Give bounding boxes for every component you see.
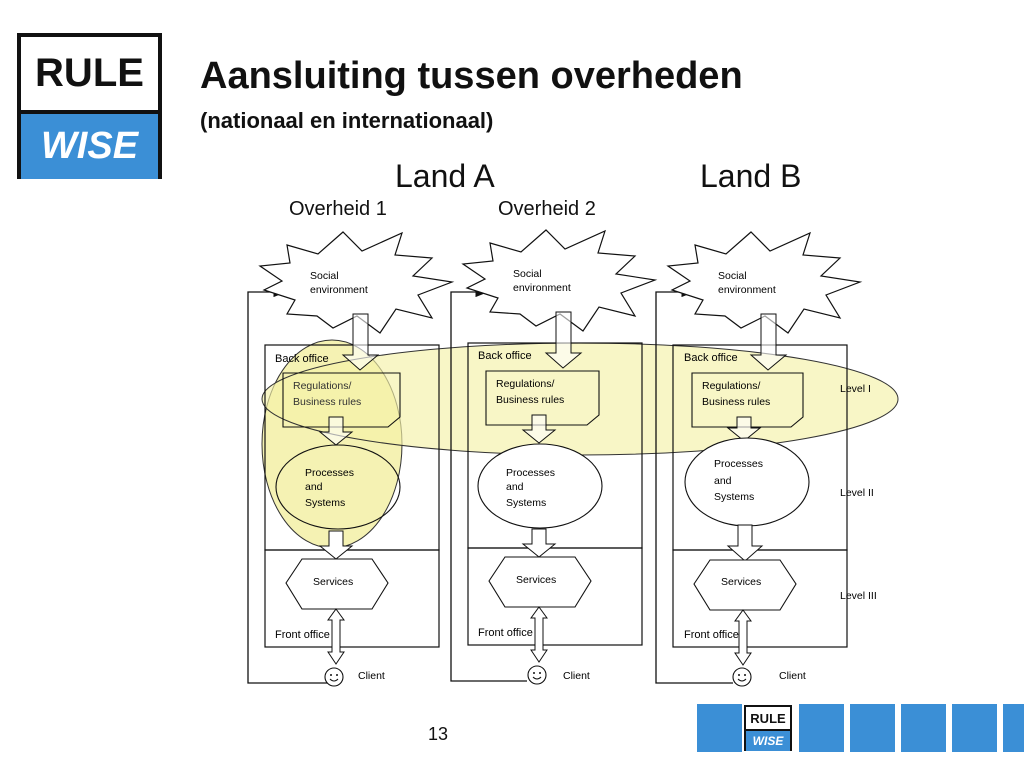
processes-label-2c: Systems <box>506 497 546 509</box>
processes-label-2b: and <box>506 481 524 493</box>
rules-label-3a: Regulations/ <box>702 380 760 392</box>
services-hexagon-2 <box>488 556 592 608</box>
page-number: 13 <box>428 724 449 744</box>
processes-label-3b: and <box>714 475 732 487</box>
rules-document-1 <box>282 372 401 428</box>
slide-subtitle: (nationaal en internationaal) <box>200 108 494 133</box>
back-office-label-2: Back office <box>478 350 532 362</box>
arrow-social-to-rules-2 <box>544 311 583 369</box>
footer-block <box>1003 704 1024 752</box>
arrow-rules-to-process-1 <box>318 416 354 446</box>
arrow-rules-to-process-2 <box>521 414 557 444</box>
client-label-3: Client <box>779 670 806 682</box>
client-smiley-icon-3 <box>732 667 752 687</box>
rules-label-1a: Regulations/ <box>293 380 351 392</box>
back-office-label-3: Back office <box>684 352 738 364</box>
client-double-arrow-3 <box>734 609 752 666</box>
processes-label-1a: Processes <box>305 467 354 479</box>
arrow-social-to-rules-3 <box>749 313 788 371</box>
front-office-box-3 <box>672 549 848 648</box>
client-smiley-icon-2 <box>527 665 547 685</box>
feedback-line-1 <box>247 286 328 684</box>
processes-label-3a: Processes <box>714 458 763 470</box>
logo-rule-text: RULE <box>35 51 144 95</box>
rules-label-2b: Business rules <box>496 394 564 406</box>
arrow-process-to-services-3 <box>726 524 764 562</box>
social-label-3b: environment <box>718 284 776 296</box>
logo-wise-text: WISE <box>21 110 158 179</box>
level-ii-label: Level II <box>840 487 874 499</box>
front-office-box-1 <box>264 549 440 648</box>
social-environment-burst-2 <box>461 229 658 332</box>
land-b-label: Land B <box>700 158 802 194</box>
services-hexagon-3 <box>693 559 797 611</box>
client-label-2: Client <box>563 670 590 682</box>
level-iii-label: Level III <box>840 590 877 602</box>
social-label-2b: environment <box>513 282 571 294</box>
overheid-2-label: Overheid 2 <box>498 198 596 220</box>
arrow-process-to-services-2 <box>521 528 557 558</box>
client-label-1: Client <box>358 670 385 682</box>
arrow-process-to-services-1 <box>318 530 354 560</box>
feedback-line-2 <box>450 286 527 682</box>
level-i-label: Level I <box>840 383 871 395</box>
rules-label-1b: Business rules <box>293 396 361 408</box>
rules-document-3 <box>691 372 804 428</box>
front-office-box-2 <box>467 547 643 646</box>
arrow-rules-to-process-3 <box>726 416 762 442</box>
rules-label-3b: Business rules <box>702 396 770 408</box>
column-overheid-2: Social environment Back office Regulatio… <box>450 229 658 685</box>
front-office-label-1: Front office <box>275 629 330 641</box>
column-land-b: Social environment Back office Regulatio… <box>655 231 863 687</box>
column-overheid-1: Social environment Back office Regulatio… <box>247 231 455 687</box>
social-label-1a: Social <box>310 270 339 282</box>
social-label-3a: Social <box>718 270 747 282</box>
footer-strip <box>697 704 1024 752</box>
footer-block <box>850 704 895 752</box>
processes-label-1c: Systems <box>305 497 345 509</box>
services-label-1: Services <box>313 576 353 588</box>
back-office-label-1: Back office <box>275 353 329 365</box>
processes-label-1b: and <box>305 481 323 493</box>
footer-rulewise-logo: RULE WISE <box>744 705 792 751</box>
footer-block <box>799 704 844 752</box>
services-label-3: Services <box>721 576 761 588</box>
footer-block <box>952 704 997 752</box>
arrow-social-to-rules-1 <box>341 313 380 371</box>
rules-label-2a: Regulations/ <box>496 378 554 390</box>
social-environment-burst-1 <box>258 231 455 334</box>
social-environment-burst-3 <box>666 231 863 334</box>
footer-block <box>697 704 742 752</box>
social-label-2a: Social <box>513 268 542 280</box>
processes-ellipse-1 <box>275 444 401 530</box>
slide-title: Aansluiting tussen overheden <box>200 55 743 97</box>
services-hexagon-1 <box>285 558 389 610</box>
processes-ellipse-3 <box>684 437 810 527</box>
front-office-label-3: Front office <box>684 629 739 641</box>
client-double-arrow-1 <box>327 608 345 665</box>
services-label-2: Services <box>516 574 556 586</box>
footer-block <box>901 704 946 752</box>
overheid-1-label: Overheid 1 <box>289 198 387 220</box>
processes-label-3c: Systems <box>714 491 754 503</box>
social-label-1b: environment <box>310 284 368 296</box>
rules-document-2 <box>485 370 600 426</box>
land-a-label: Land A <box>395 158 495 194</box>
client-double-arrow-2 <box>530 606 548 663</box>
processes-label-2a: Processes <box>506 467 555 479</box>
footer-logo-wise-text: WISE <box>746 729 790 751</box>
feedback-line-3 <box>655 286 733 684</box>
front-office-label-2: Front office <box>478 627 533 639</box>
processes-ellipse-2 <box>477 443 603 529</box>
client-smiley-icon-1 <box>324 667 344 687</box>
rulewise-logo: RULE WISE <box>17 33 162 179</box>
footer-logo-rule-text: RULE <box>750 710 786 726</box>
